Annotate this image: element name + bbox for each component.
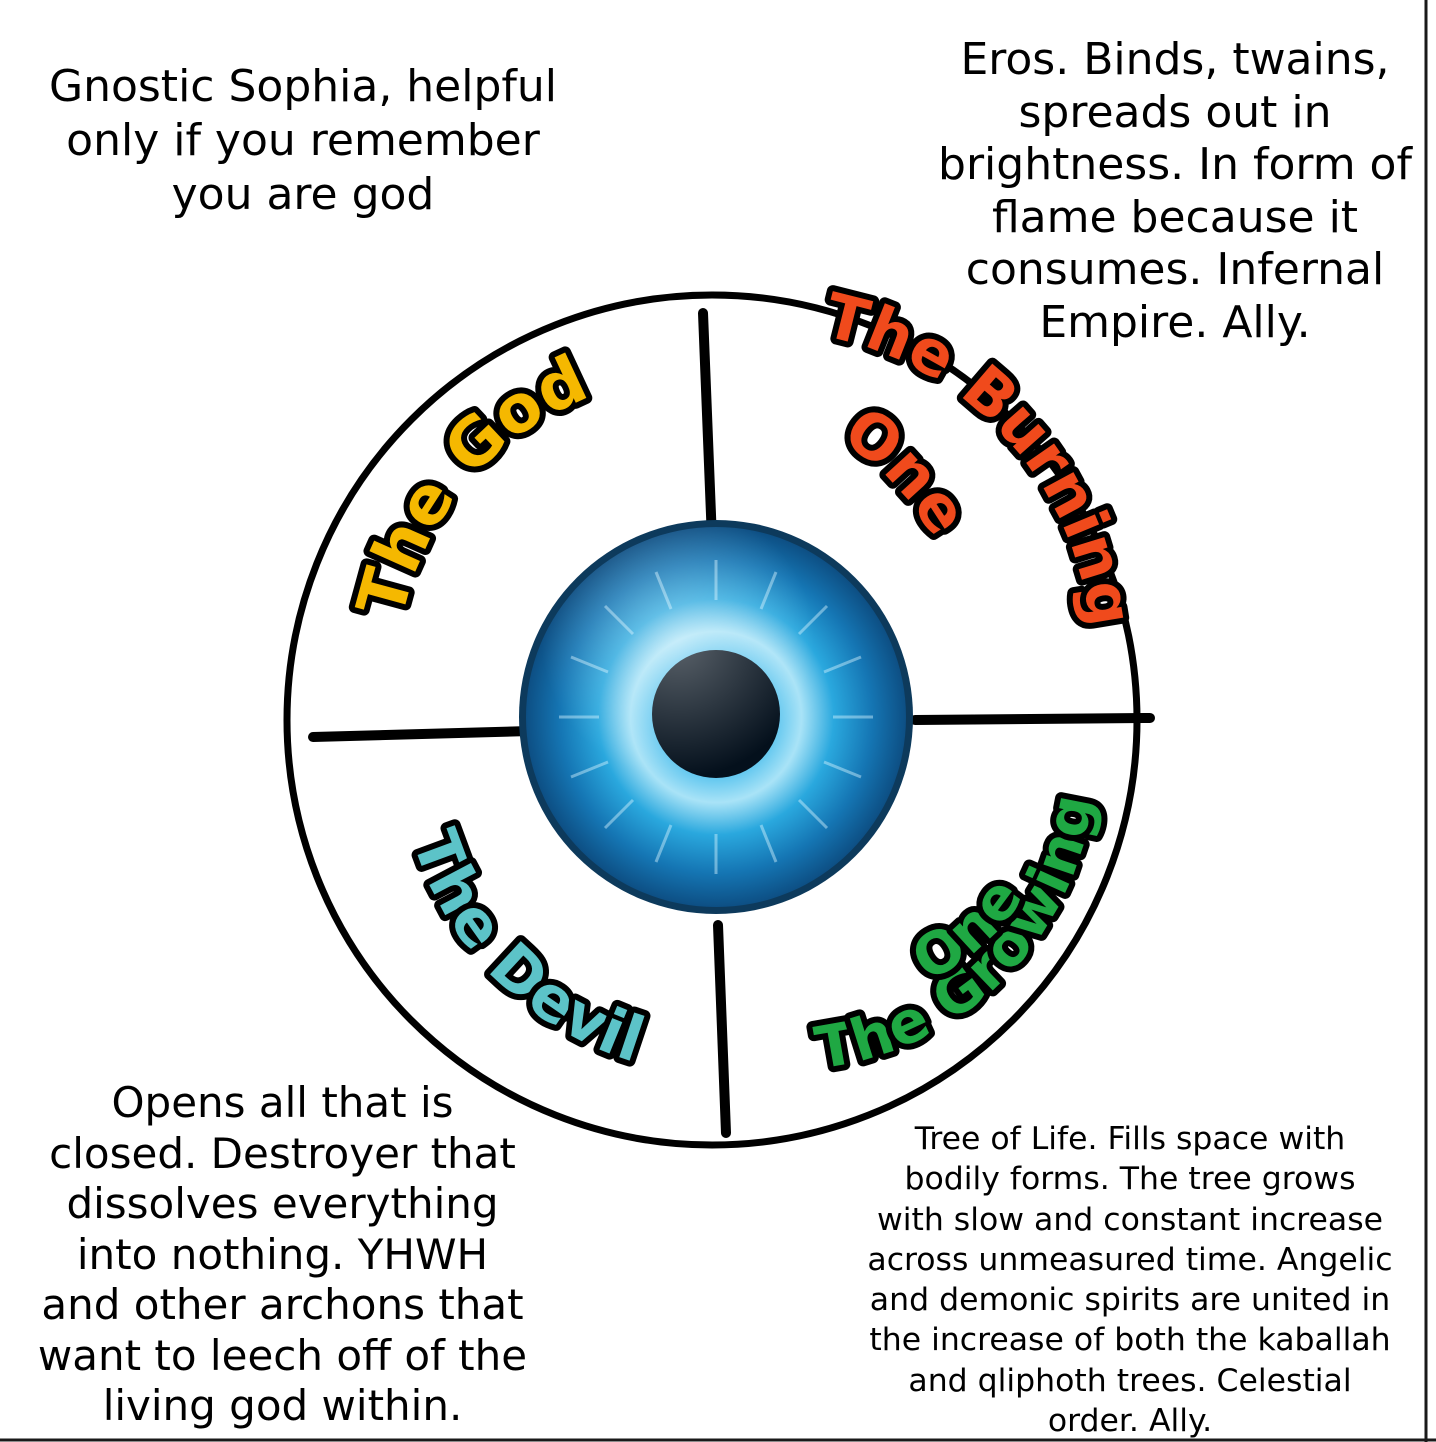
note-eros: Eros. Binds, twains, spreads out in brig… <box>938 34 1412 348</box>
divider-left <box>308 726 535 742</box>
divider-bottom <box>713 920 731 1138</box>
label-burning-one-text: One <box>825 386 989 553</box>
label-the-god-text: The God <box>336 334 604 630</box>
note-tree-of-life: Tree of Life. Fills space with bodily fo… <box>867 1121 1393 1440</box>
label-burning-one: One <box>831 392 983 547</box>
divider-right <box>910 713 1155 725</box>
note-destroyer: Opens all that is closed. Destroyer that… <box>37 1078 528 1430</box>
divider-top <box>698 308 717 545</box>
blue-eye-icon <box>519 520 913 914</box>
label-the-god: The God <box>342 340 598 624</box>
note-gnostic-sophia: Gnostic Sophia, helpful only if you reme… <box>48 61 558 220</box>
